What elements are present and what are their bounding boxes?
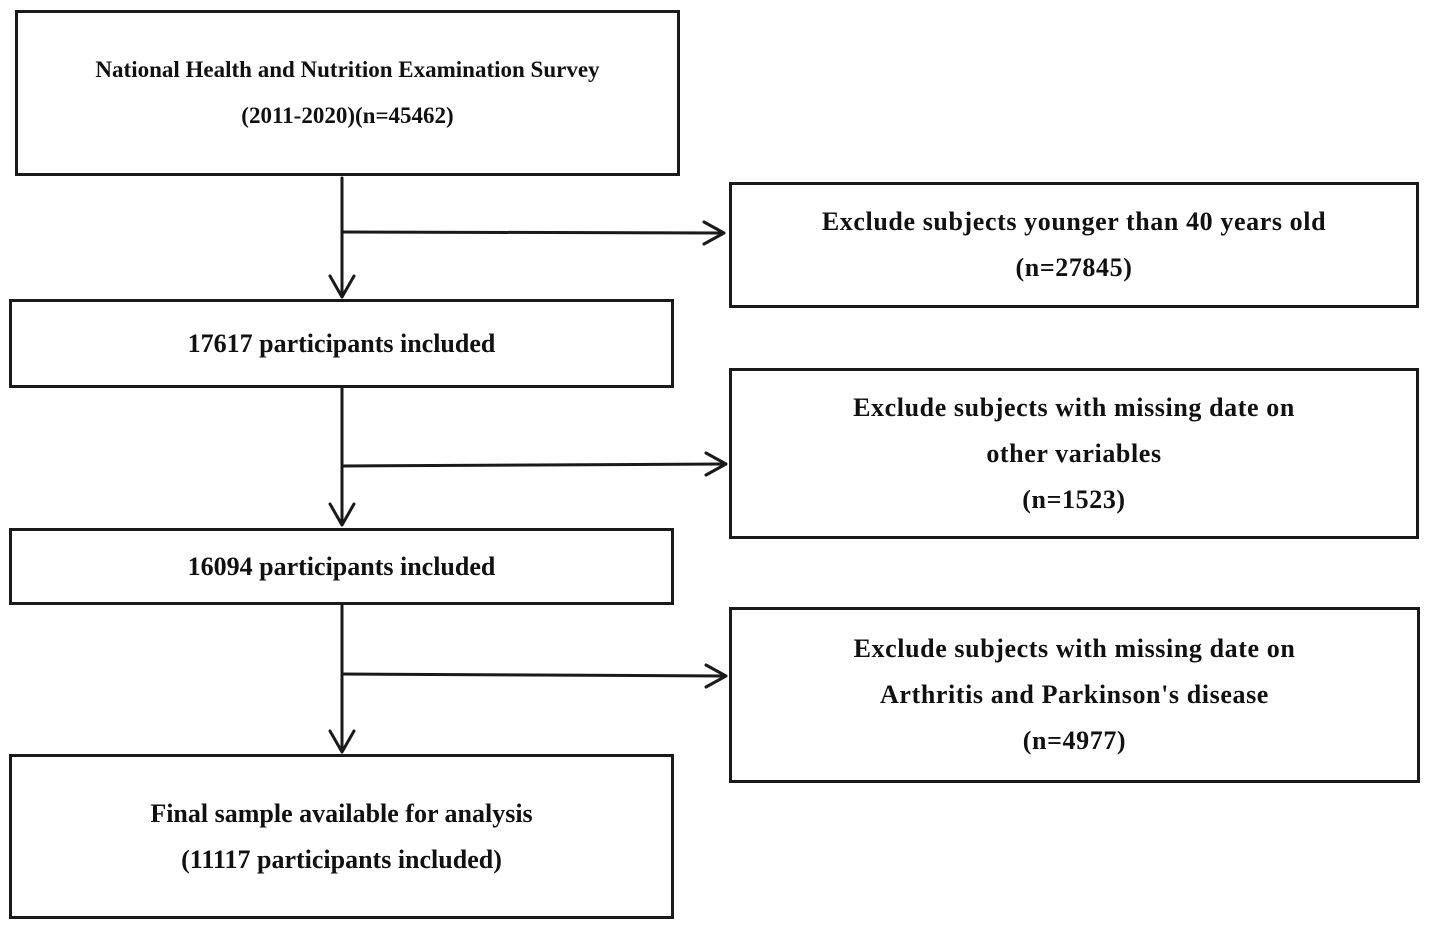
included-box-2: 16094 participants included — [9, 528, 674, 605]
exclusion-3-reason: Exclude subjects with missing date on — [853, 634, 1296, 663]
exclusion-box-missing-variables: Exclude subjects with missing date on ot… — [729, 368, 1419, 539]
exclusion-1-count: (n=27845) — [1015, 253, 1133, 282]
final-sample-count: (11117 participants included) — [181, 844, 502, 874]
connector-right-2 — [340, 462, 726, 468]
exclusion-2-count: (n=1523) — [1022, 484, 1126, 514]
arrowhead-down-2 — [328, 502, 356, 527]
final-sample-label: Final sample available for analysis — [150, 798, 533, 828]
arrowhead-down-1 — [328, 274, 356, 299]
exclusion-3-count: (n=4977) — [1022, 726, 1127, 755]
exclusion-2-reason-cont: other variables — [986, 438, 1162, 468]
connector-right-3 — [340, 672, 726, 678]
arrowhead-right-3 — [704, 663, 728, 689]
arrowhead-right-1 — [702, 220, 726, 246]
included-1-label: 17617 participants included — [187, 328, 496, 358]
final-sample-box: Final sample available for analysis (111… — [9, 754, 674, 919]
exclusion-box-missing-disease: Exclude subjects with missing date on Ar… — [729, 607, 1420, 783]
arrowhead-right-2 — [704, 451, 728, 477]
source-count: (2011-2020)(n=45462) — [241, 103, 454, 128]
exclusion-box-age: Exclude subjects younger than 40 years o… — [729, 182, 1419, 308]
exclusion-1-reason: Exclude subjects younger than 40 years o… — [821, 207, 1327, 236]
exclusion-3-reason-cont: Arthritis and Parkinson's disease — [880, 680, 1269, 709]
source-title: National Health and Nutrition Examinatio… — [95, 57, 600, 82]
included-2-label: 16094 participants included — [187, 551, 496, 581]
exclusion-2-reason: Exclude subjects with missing date on — [853, 392, 1295, 422]
arrowhead-down-3 — [328, 729, 356, 754]
source-population-box: National Health and Nutrition Examinatio… — [15, 10, 680, 176]
connector-right-1 — [340, 230, 724, 235]
included-box-1: 17617 participants included — [9, 299, 674, 388]
